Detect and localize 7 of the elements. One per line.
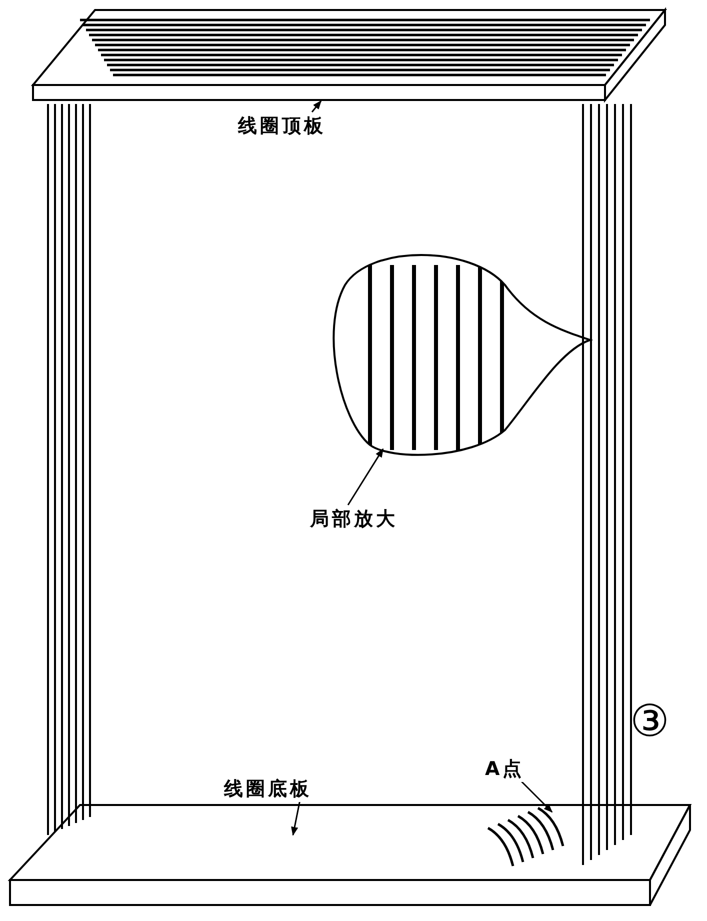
leader-line: [291, 800, 301, 836]
leader-line: [311, 100, 322, 112]
coil-top-plate: [30, 7, 668, 103]
magnified-detail-bubble: [332, 254, 591, 456]
coil-bottom-plate: [8, 804, 692, 906]
leader-line: [347, 448, 384, 506]
figure-number: ③: [630, 700, 670, 744]
